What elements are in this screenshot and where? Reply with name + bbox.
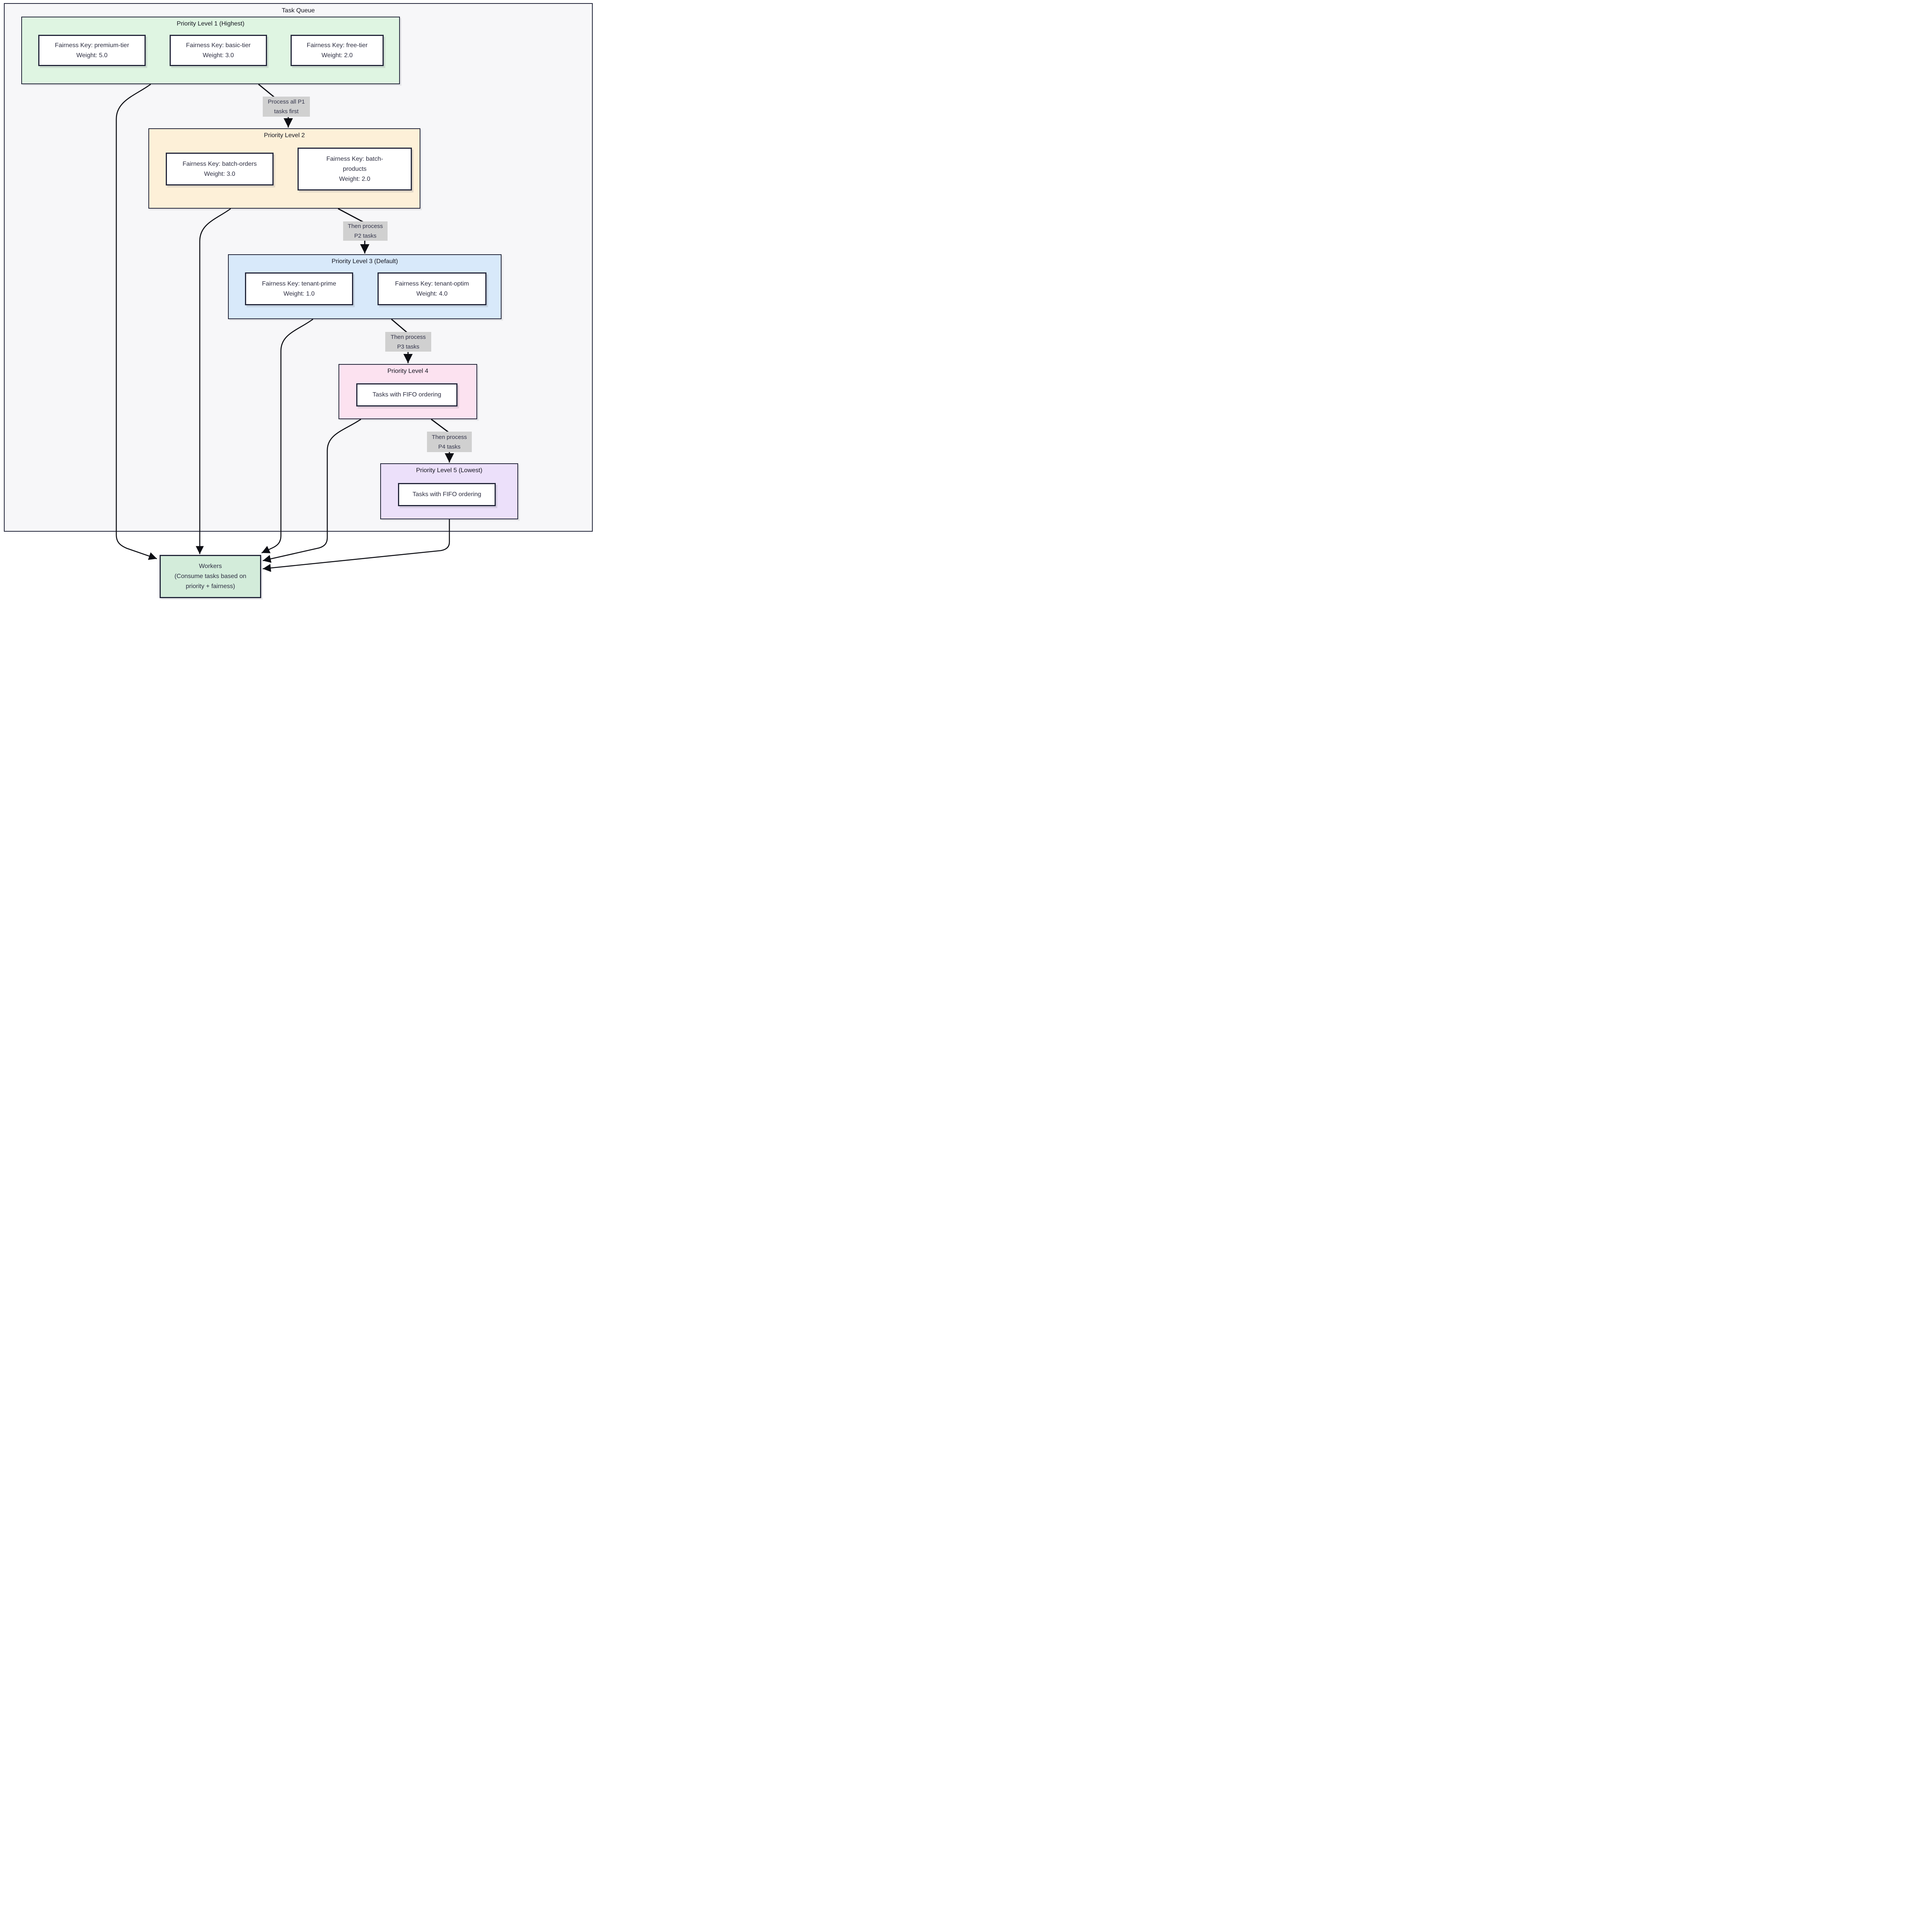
node-batch-products: Fairness Key: batch- products Weight: 2.… [298, 148, 412, 190]
cluster-priority-level-5-title: Priority Level 5 (Lowest) [416, 467, 483, 474]
node-free-tier: Fairness Key: free-tier Weight: 2.0 [291, 35, 384, 66]
cluster-priority-level-1-title: Priority Level 1 (Highest) [177, 20, 245, 27]
cluster-priority-level-4-title: Priority Level 4 [387, 368, 429, 374]
edge-label-then-process-p4: Then process P4 tasks [427, 432, 472, 452]
edge-label-then-process-p2: Then process P2 tasks [343, 221, 388, 241]
cluster-priority-level-3: Priority Level 3 (Default) Fairness Key:… [228, 254, 502, 319]
node-p5-fifo: Tasks with FIFO ordering [398, 483, 496, 506]
node-basic-tier: Fairness Key: basic-tier Weight: 3.0 [170, 35, 267, 66]
node-workers: Workers (Consume tasks based on priority… [160, 555, 261, 598]
node-tenant-optim: Fairness Key: tenant-optim Weight: 4.0 [378, 272, 486, 305]
cluster-priority-level-2: Priority Level 2 Fairness Key: batch-ord… [148, 128, 420, 209]
task-queue-title: Task Queue [282, 7, 315, 14]
node-batch-orders: Fairness Key: batch-orders Weight: 3.0 [166, 153, 274, 185]
node-premium-tier: Fairness Key: premium-tier Weight: 5.0 [38, 35, 146, 66]
cluster-priority-level-5: Priority Level 5 (Lowest) Tasks with FIF… [380, 463, 518, 519]
cluster-priority-level-2-title: Priority Level 2 [264, 132, 305, 139]
cluster-priority-level-3-title: Priority Level 3 (Default) [332, 258, 398, 265]
edge-label-process-all-p1: Process all P1 tasks first [263, 97, 310, 117]
diagram-canvas: Task Queue Priority Level 1 (Highest) Fa… [0, 0, 596, 601]
node-p4-fifo: Tasks with FIFO ordering [356, 383, 457, 406]
edge-label-then-process-p3: Then process P3 tasks [385, 332, 431, 352]
cluster-priority-level-1: Priority Level 1 (Highest) Fairness Key:… [21, 17, 400, 84]
cluster-priority-level-4: Priority Level 4 Tasks with FIFO orderin… [338, 364, 477, 419]
node-tenant-prime: Fairness Key: tenant-prime Weight: 1.0 [245, 272, 353, 305]
